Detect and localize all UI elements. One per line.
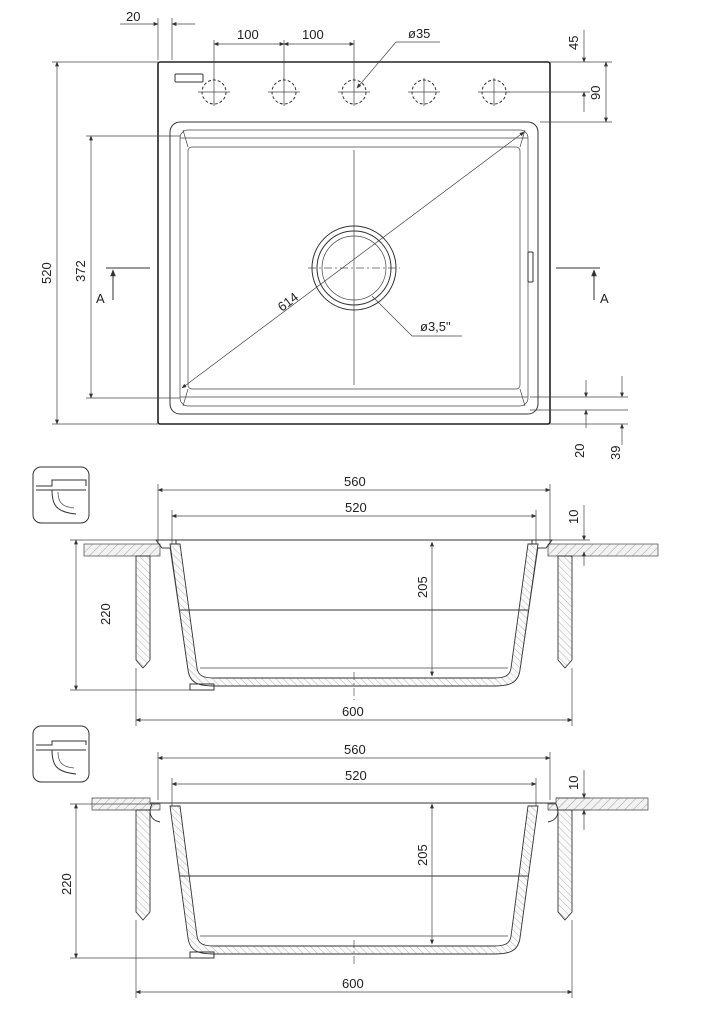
- bowl-rim: [169, 121, 539, 415]
- dim-bowl-depth: 372: [73, 260, 88, 282]
- dim-hole-diameter: ø35: [408, 26, 430, 41]
- overmount-install-icon: [32, 466, 90, 524]
- section1-dim-inner-width: 520: [345, 500, 367, 515]
- section2-dim-cabinet: 600: [342, 976, 364, 991]
- section2-dim-inner-width: 520: [345, 768, 367, 783]
- dim-overall-depth: 520: [39, 262, 54, 284]
- overflow-slot: [174, 73, 204, 83]
- countertop-left: [83, 543, 161, 557]
- countertop-right: [547, 543, 659, 557]
- dim-top-45: 45: [566, 36, 581, 50]
- section-label-right: A: [600, 291, 609, 306]
- section1-dim-total-height: 220: [98, 603, 113, 625]
- cabinet-wall-right: [557, 555, 573, 669]
- cabinet-wall-right-2: [557, 809, 573, 921]
- section2-dim-total-height: 220: [59, 873, 74, 895]
- section1-dim-rim: 10: [566, 510, 581, 524]
- flushmount-install-icon: [32, 725, 90, 783]
- dim-drain: ø3,5": [420, 319, 451, 334]
- section2-dim-outer-width: 560: [344, 742, 366, 757]
- section-view-flushmount: 560 520 205 220 10: [32, 725, 649, 998]
- section1-dim-cabinet: 600: [342, 704, 364, 719]
- section-view-overmount: 560 520 205 220 10: [32, 466, 659, 726]
- section2-dim-rim: 10: [566, 776, 581, 790]
- dim-offset-20: 20: [126, 9, 140, 24]
- cabinet-wall-left: [135, 555, 151, 669]
- cabinet-wall-left-2: [135, 809, 151, 921]
- dim-hole-spacing-2: 100: [302, 27, 324, 42]
- section2-dim-bowl-height: 205: [415, 844, 430, 866]
- section1-dim-bowl-height: 205: [415, 576, 430, 598]
- bowl-section: [169, 543, 539, 687]
- dim-top-90: 90: [588, 86, 603, 100]
- dim-bottom-20: 20: [572, 444, 587, 458]
- bowl-section-2: [169, 805, 539, 955]
- dim-diagonal: 614: [275, 289, 301, 314]
- dim-bottom-39: 39: [608, 446, 623, 460]
- section-label-left: A: [96, 291, 105, 306]
- section1-dim-outer-width: 560: [344, 474, 366, 489]
- dim-hole-spacing-1: 100: [237, 27, 259, 42]
- tap-holes: [198, 78, 510, 106]
- top-view: 614 ø3,5" ø35 100 100 20 45 90: [39, 9, 628, 460]
- countertop-right-2: [547, 797, 649, 811]
